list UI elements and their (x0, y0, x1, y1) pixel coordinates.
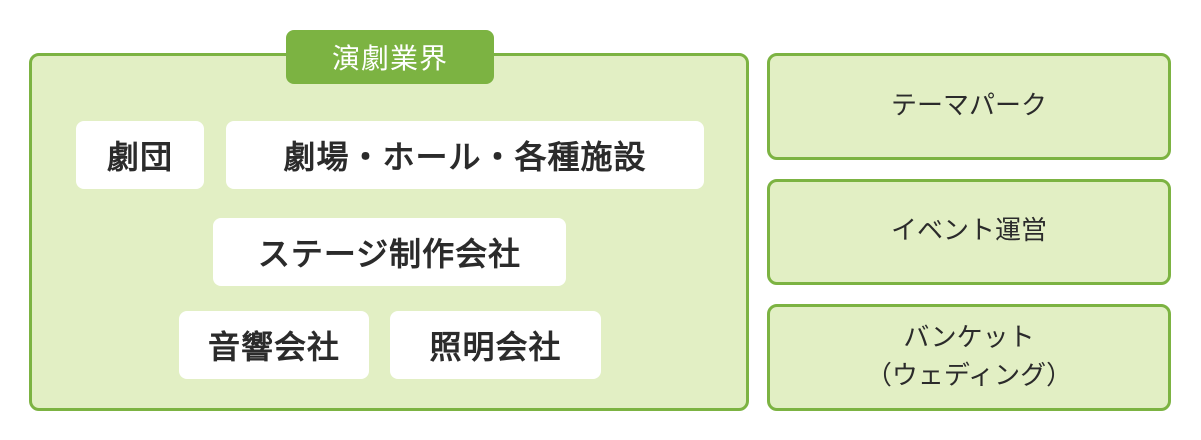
box-banquet-label: バンケット (903, 322, 1035, 353)
box-theme-park-label: テーマパーク (890, 90, 1047, 121)
box-event-management: イベント運営 (767, 179, 1171, 285)
box-theme-park: テーマパーク (767, 53, 1171, 160)
item-stage-production-company: ステージ制作会社 (213, 218, 566, 286)
item-sound-company: 音響会社 (179, 311, 369, 379)
theater-industry-title: 演劇業界 (286, 30, 494, 84)
item-lighting-company: 照明会社 (390, 311, 601, 379)
box-banquet-wedding: バンケット （ウェディング） (767, 304, 1171, 411)
item-theaters-halls-facilities: 劇場・ホール・各種施設 (226, 121, 704, 189)
box-wedding-label: （ウェディング） (865, 360, 1073, 391)
item-theater-company: 劇団 (76, 121, 204, 189)
box-event-management-label: イベント運営 (890, 216, 1047, 247)
